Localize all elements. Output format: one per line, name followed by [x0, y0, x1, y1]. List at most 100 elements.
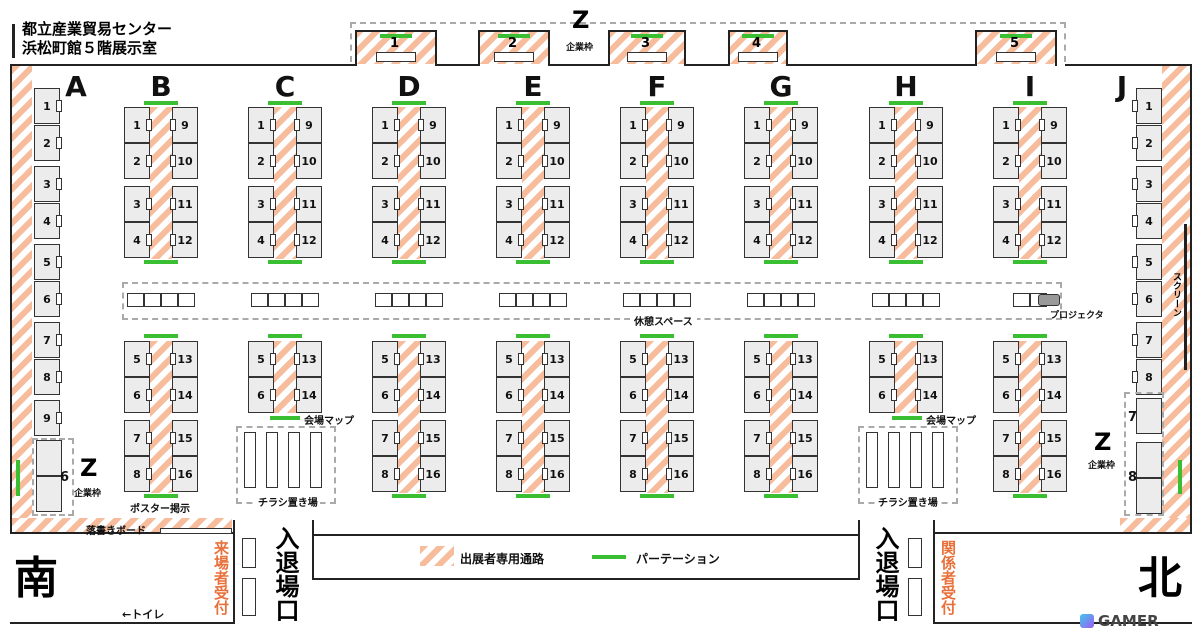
chair-F-4 [642, 234, 648, 246]
chair-D-6 [394, 389, 400, 401]
toilet-label: ←トイレ [122, 608, 165, 621]
partition-B-upper-bottom [144, 260, 178, 264]
chair-B-12 [170, 234, 176, 246]
partition-G-upper-bottom [764, 260, 798, 264]
top-partition-4 [742, 34, 774, 38]
booth-I-14: 14 [1041, 377, 1067, 413]
left-aisle [12, 66, 32, 532]
row-label-A: A [65, 70, 87, 103]
booth-J-7: 7 [1136, 322, 1162, 358]
partition-F-upper-bottom [640, 260, 674, 264]
booth-H-4: 4 [869, 222, 895, 258]
chair-B-13 [170, 353, 176, 365]
poster-label: ポスター掲示 [130, 504, 190, 515]
chair-C-3 [270, 198, 276, 210]
rest-table-5-3 [798, 293, 815, 307]
header-bar [12, 24, 15, 58]
booth-C-9: 9 [296, 107, 322, 143]
flyer-table-1-0 [866, 432, 878, 488]
entrance-left: 入退場口 [271, 526, 299, 622]
booth-G-13: 13 [792, 341, 818, 377]
top-booth-table-5 [996, 52, 1036, 62]
entrance-right: 入退場口 [871, 526, 899, 622]
booth-H-13: 13 [917, 341, 943, 377]
rest-table-3-0 [499, 293, 516, 307]
booth-D-14: 14 [420, 377, 446, 413]
row-label-F: F [647, 70, 667, 103]
chair-F-16 [666, 468, 672, 480]
top-z-sub: 企業枠 [566, 43, 594, 53]
chair-I-15 [1039, 432, 1045, 444]
booth-H-9: 9 [917, 107, 943, 143]
staff-reception-desk-1 [908, 538, 922, 568]
top-wall-seg-2 [686, 64, 728, 66]
chair-E-6 [518, 389, 524, 401]
south-corridor-wall [10, 622, 235, 624]
booth-D-11: 11 [420, 186, 446, 222]
flyer-table-1-2 [910, 432, 922, 488]
flyer-table-0-0 [244, 432, 256, 488]
chair-B-9 [170, 119, 176, 131]
top-alcove-wall-l-4 [728, 30, 730, 66]
booth-J-4: 4 [1136, 203, 1162, 239]
chair-H-3 [891, 198, 897, 210]
booth-Z-8a [1136, 442, 1162, 478]
row-label-J: J [1116, 70, 1128, 103]
chair-F-8 [642, 468, 648, 480]
aisle-D-lower [398, 341, 420, 493]
top-booth-label-3: 3 [641, 36, 651, 51]
chair-I-14 [1039, 389, 1045, 401]
flyer-table-1-1 [888, 432, 900, 488]
chair-I-11 [1039, 198, 1045, 210]
north-corridor-left [933, 520, 935, 624]
booth-C-3: 3 [248, 186, 274, 222]
rest-table-4-3 [674, 293, 691, 307]
chair-J-7 [1132, 334, 1138, 346]
partition-E-lower-bottom [516, 494, 550, 498]
booth-F-6: 6 [620, 377, 646, 413]
chair-G-10 [790, 155, 796, 167]
booth-F-13: 13 [668, 341, 694, 377]
aisle-I-lower [1019, 341, 1041, 493]
partition-B-upper-top [144, 101, 178, 105]
rest-table-0-3 [178, 293, 195, 307]
chair-A-3 [56, 178, 62, 190]
rest-table-2-1 [392, 293, 409, 307]
rest-table-1-2 [285, 293, 302, 307]
venue-title-line1: 都立産業貿易センター [22, 20, 173, 38]
partition-I-upper-bottom [1013, 260, 1047, 264]
chair-H-4 [891, 234, 897, 246]
partition-F-lower-top [640, 334, 674, 338]
aisle-I-upper [1019, 107, 1041, 259]
chair-D-1 [394, 119, 400, 131]
top-booth-label-2: 2 [508, 36, 518, 51]
chair-G-9 [790, 119, 796, 131]
flyer-label-right: チラシ置き場 [876, 494, 940, 509]
rest-table-6-1 [889, 293, 906, 307]
rest-table-3-1 [516, 293, 533, 307]
rest-space [122, 282, 1062, 320]
row-label-H: H [894, 70, 918, 103]
partition-I-lower-bottom [1013, 494, 1047, 498]
booth-B-3: 3 [124, 186, 150, 222]
rest-space-label: 休憩スペース [630, 313, 697, 328]
top-booth-label-4: 4 [752, 36, 762, 51]
left-z-partition [16, 460, 20, 496]
rest-table-1-0 [251, 293, 268, 307]
chair-D-4 [394, 234, 400, 246]
chair-J-5 [1132, 256, 1138, 268]
chair-E-5 [518, 353, 524, 365]
chair-G-13 [790, 353, 796, 365]
chair-F-12 [666, 234, 672, 246]
graffiti-board [160, 528, 232, 534]
chair-J-8 [1132, 371, 1138, 383]
booth-B-9: 9 [172, 107, 198, 143]
chair-J-3 [1132, 178, 1138, 190]
chair-E-11 [542, 198, 548, 210]
gamer-logo-icon [1080, 614, 1094, 628]
right-z-partition [1178, 460, 1182, 494]
booth-A-4: 4 [34, 203, 60, 239]
visitor-reception-desk-1 [242, 538, 256, 568]
chair-F-11 [666, 198, 672, 210]
top-alcove-wall-top-4 [728, 30, 788, 32]
